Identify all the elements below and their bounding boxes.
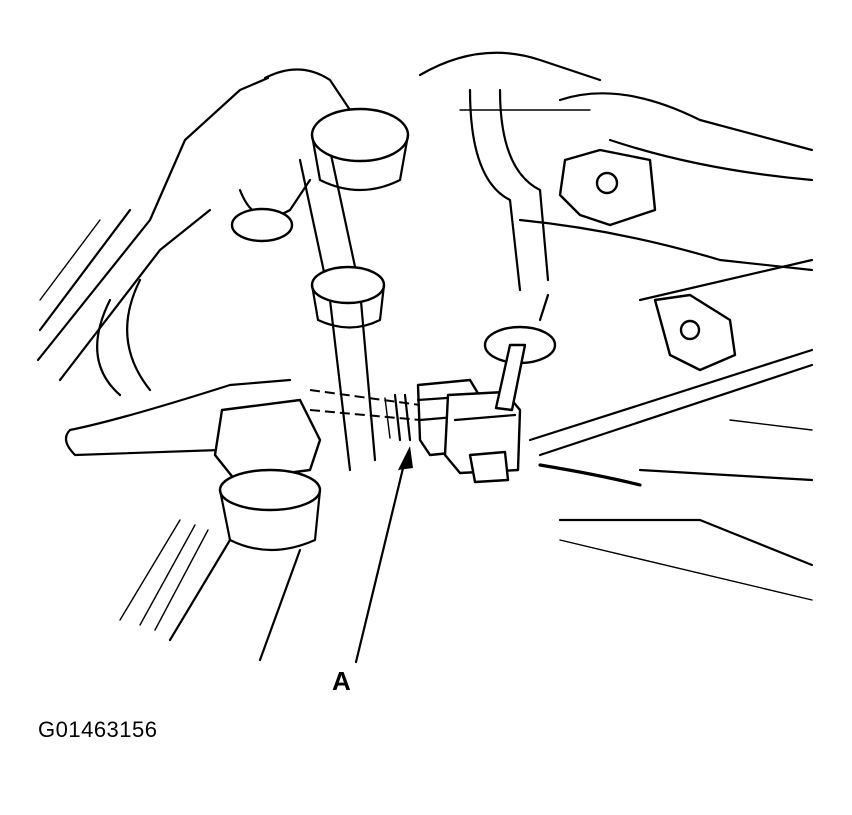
vertical-pipe	[230, 107, 410, 472]
callout-leader-arrow	[354, 446, 413, 664]
left-coolant-hose	[64, 278, 292, 457]
sensor-connector	[384, 378, 522, 484]
upright-sensor-stem	[483, 293, 557, 412]
wiring-harness	[309, 348, 814, 487]
upper-right-hose-bracket	[468, 88, 737, 372]
pipe-fitting-lower	[119, 398, 322, 662]
engine-frame-outline	[36, 51, 814, 601]
figure-id: G01463156	[38, 717, 158, 742]
callout-label-a: A	[332, 666, 351, 696]
